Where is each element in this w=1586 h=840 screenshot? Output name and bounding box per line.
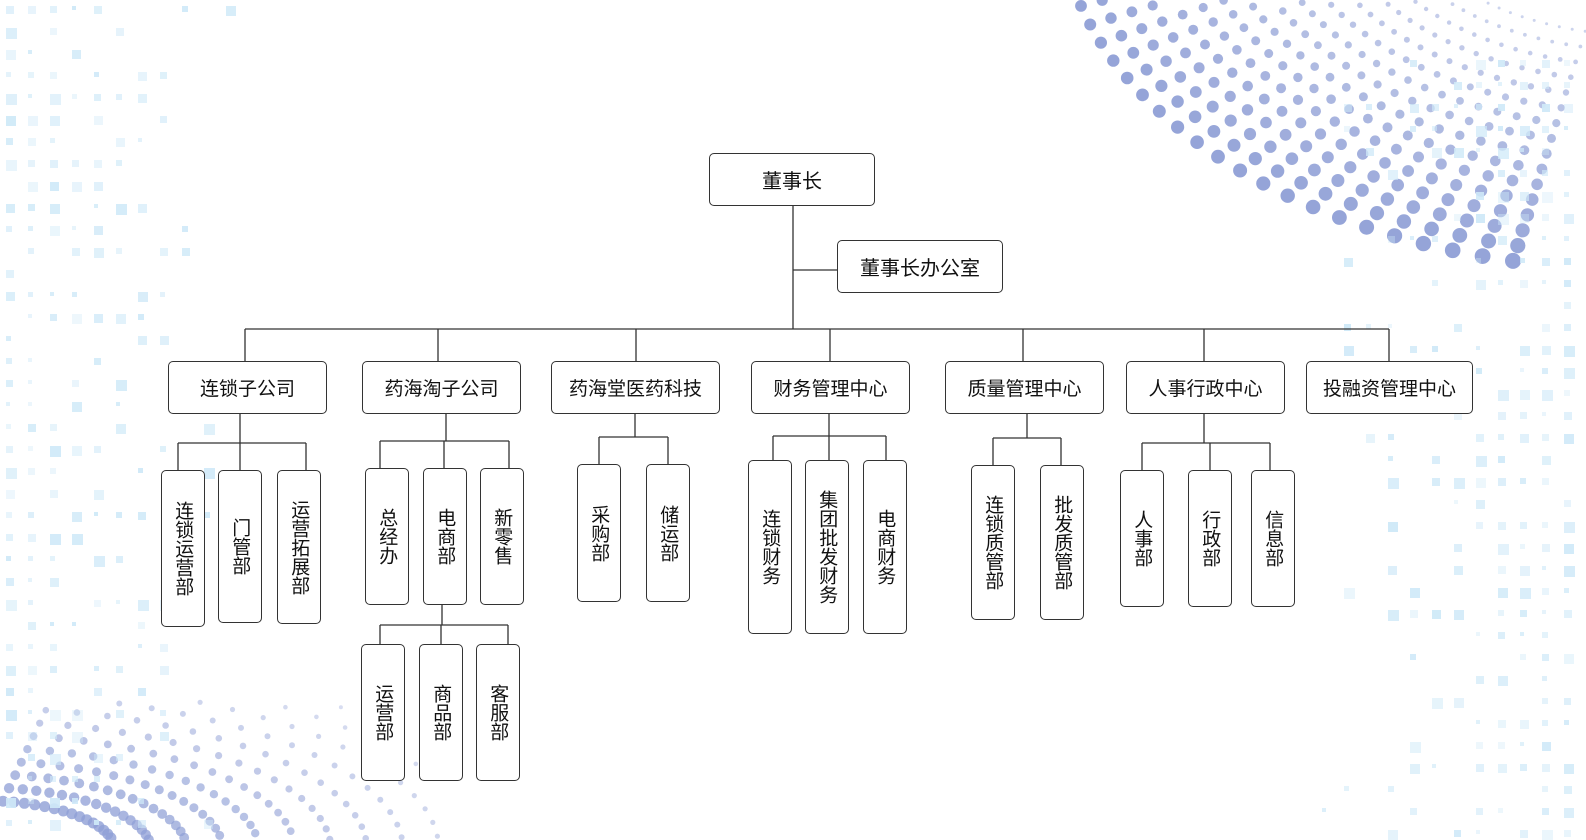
sub-dept-node: 新零售 bbox=[480, 468, 524, 605]
sub-dept-node: 门管部 bbox=[218, 470, 262, 623]
sub-dept-node: 总经办 bbox=[365, 468, 409, 605]
dept-node: 人事行政中心 bbox=[1126, 361, 1285, 414]
dept-node: 药海淘子公司 bbox=[362, 361, 521, 414]
dept-node: 财务管理中心 bbox=[751, 361, 910, 414]
sub-dept-node: 人事部 bbox=[1120, 470, 1164, 607]
sub-dept-node: 连锁质管部 bbox=[971, 465, 1015, 620]
sub-dept-node: 集团批发财务 bbox=[805, 460, 849, 634]
sub-sub-dept-node: 商品部 bbox=[419, 644, 463, 781]
sub-dept-node: 电商部 bbox=[423, 468, 467, 605]
sub-dept-node: 信息部 bbox=[1251, 470, 1295, 607]
sub-sub-dept-node: 运营部 bbox=[361, 644, 405, 781]
dept-node: 投融资管理中心 bbox=[1306, 361, 1473, 414]
sub-dept-node: 运营拓展部 bbox=[277, 470, 321, 624]
sub-dept-node: 批发质管部 bbox=[1040, 465, 1084, 620]
sub-dept-node: 行政部 bbox=[1188, 470, 1232, 607]
sub-dept-node: 电商财务 bbox=[863, 460, 907, 634]
chairman-node: 董事长 bbox=[709, 153, 875, 206]
sub-dept-node: 采购部 bbox=[577, 464, 621, 602]
dept-node: 连锁子公司 bbox=[168, 361, 327, 414]
sub-sub-dept-node: 客服部 bbox=[476, 644, 520, 781]
sub-dept-node: 储运部 bbox=[646, 464, 690, 602]
sub-dept-node: 连锁运营部 bbox=[161, 470, 205, 627]
chairman-office-node: 董事长办公室 bbox=[837, 240, 1003, 293]
dept-node: 药海堂医药科技 bbox=[551, 361, 720, 414]
sub-dept-node: 连锁财务 bbox=[748, 460, 792, 634]
dept-node: 质量管理中心 bbox=[945, 361, 1104, 414]
